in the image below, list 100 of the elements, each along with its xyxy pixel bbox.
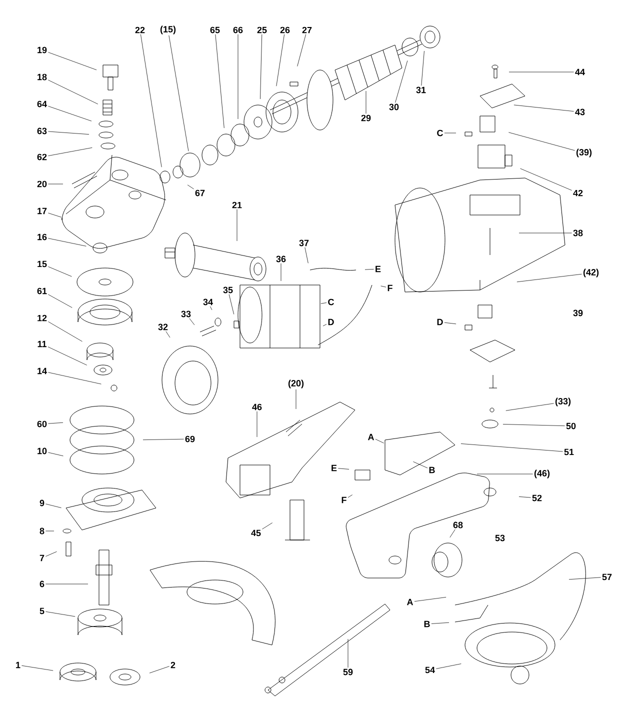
leader-line bbox=[421, 50, 424, 86]
callout-number: 69 bbox=[185, 436, 195, 442]
leader-line bbox=[276, 34, 285, 86]
callout-number: 30 bbox=[389, 104, 399, 110]
callout-number: A bbox=[406, 598, 413, 606]
callout-number: 18 bbox=[38, 74, 47, 80]
leader-line bbox=[46, 504, 62, 508]
leader-line bbox=[48, 321, 82, 342]
leader-line bbox=[48, 266, 72, 277]
leader-line bbox=[149, 666, 170, 674]
leader-line bbox=[502, 424, 565, 426]
leader-line bbox=[262, 522, 273, 530]
callout-number: C bbox=[328, 298, 334, 306]
leader-line bbox=[210, 306, 212, 310]
callout-number: 31 bbox=[416, 86, 426, 94]
leader-line bbox=[48, 422, 64, 424]
leader-line bbox=[348, 494, 353, 498]
callout-number: 35 bbox=[223, 286, 233, 294]
callout-number: 68 bbox=[453, 522, 463, 528]
leader-line bbox=[450, 529, 456, 538]
callout-number: 6 bbox=[40, 580, 44, 588]
callout-number: B bbox=[429, 466, 435, 474]
callout-number: 46 bbox=[252, 404, 262, 410]
callout-number: 63 bbox=[37, 128, 47, 134]
leader-line bbox=[48, 106, 92, 122]
leader-line bbox=[506, 403, 554, 411]
callout-number: (39) bbox=[576, 148, 592, 158]
leader-line bbox=[304, 247, 308, 264]
callout-number: 16 bbox=[38, 234, 47, 240]
callout-number: 19 bbox=[38, 46, 47, 54]
leader-line bbox=[48, 147, 92, 156]
callout-number: 17 bbox=[38, 208, 47, 214]
leader-line bbox=[256, 411, 258, 438]
leader-line bbox=[297, 34, 306, 67]
leader-line bbox=[413, 461, 428, 468]
callout-number: 66 bbox=[233, 26, 243, 34]
callout-number: 27 bbox=[302, 26, 312, 34]
leader-line bbox=[514, 104, 574, 112]
leader-line bbox=[48, 346, 88, 366]
callout-number: 52 bbox=[532, 494, 542, 502]
leader-line bbox=[260, 34, 262, 100]
leader-line bbox=[142, 438, 184, 440]
callout-number: 1 bbox=[16, 662, 20, 668]
callout-number: 2 bbox=[170, 662, 176, 668]
callout-number: 12 bbox=[38, 314, 47, 322]
callout-number: 42 bbox=[573, 190, 583, 196]
leader-line bbox=[46, 551, 57, 557]
callout-number: C bbox=[437, 130, 443, 136]
callout-number: 25 bbox=[257, 26, 267, 34]
callout-number: 45 bbox=[251, 530, 261, 536]
leader-line bbox=[46, 530, 54, 532]
leader-line bbox=[436, 664, 462, 669]
leader-line bbox=[380, 286, 386, 288]
callout-number: 61 bbox=[37, 288, 47, 294]
leader-line bbox=[187, 184, 194, 190]
callout-number: 44 bbox=[575, 68, 585, 76]
leader-line bbox=[395, 60, 408, 103]
callout-number: E bbox=[376, 266, 381, 272]
leader-line bbox=[48, 238, 86, 246]
leader-line bbox=[140, 34, 162, 168]
callout-number: 21 bbox=[232, 202, 242, 208]
leader-line bbox=[444, 132, 456, 134]
callout-number: 39 bbox=[573, 310, 583, 316]
leader-line bbox=[518, 496, 531, 498]
callout-number: 64 bbox=[37, 100, 47, 108]
callout-number: 22 bbox=[135, 26, 145, 34]
leader-line bbox=[48, 294, 72, 308]
leader-line bbox=[48, 212, 62, 218]
callout-number: 14 bbox=[38, 368, 47, 374]
callout-number: 43 bbox=[575, 108, 585, 116]
leader-line bbox=[508, 132, 575, 151]
callout-number: 60 bbox=[37, 420, 47, 428]
leader-line bbox=[48, 452, 64, 456]
callout-number: B bbox=[424, 620, 430, 628]
callout-number: 32 bbox=[158, 324, 168, 330]
callout-number: (46) bbox=[534, 470, 550, 478]
leader-line bbox=[338, 468, 350, 470]
callout-number: 51 bbox=[564, 448, 574, 456]
callout-number: 10 bbox=[38, 448, 47, 454]
callout-number: 57 bbox=[602, 574, 612, 580]
leader-line bbox=[189, 318, 195, 326]
callout-number: 50 bbox=[566, 422, 576, 430]
leader-line bbox=[48, 52, 97, 70]
callout-number: 59 bbox=[343, 668, 353, 676]
callout-number: E bbox=[332, 464, 337, 472]
leader-line bbox=[320, 302, 327, 304]
callout-number: D bbox=[437, 318, 443, 326]
callout-number: F bbox=[342, 496, 346, 504]
leader-line bbox=[168, 35, 189, 152]
callout-number: 20 bbox=[37, 180, 47, 188]
callout-number: 65 bbox=[210, 26, 220, 34]
callout-number: (15) bbox=[160, 26, 176, 34]
callout-number: 11 bbox=[38, 340, 46, 348]
callout-number: 7 bbox=[40, 554, 44, 562]
callout-number: 37 bbox=[299, 240, 309, 246]
leader-line bbox=[322, 324, 327, 326]
leader-line bbox=[516, 274, 582, 282]
callout-number: A bbox=[368, 434, 374, 440]
leader-line bbox=[48, 80, 98, 104]
leader-line bbox=[228, 294, 234, 314]
